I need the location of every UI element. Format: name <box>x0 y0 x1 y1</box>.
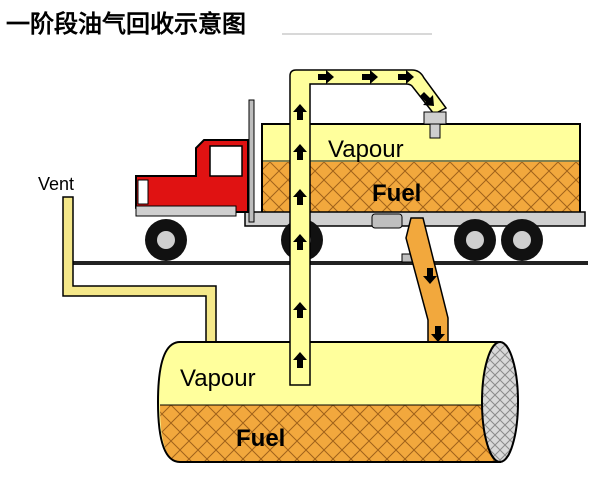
vent-label: Vent <box>38 174 74 194</box>
exhaust-stack <box>248 99 255 223</box>
truck-tank <box>261 123 581 216</box>
truck-tank-vapour <box>262 124 580 162</box>
page-title: 一阶段油气回收示意图 <box>6 10 246 38</box>
underground-tank-fuel <box>160 405 500 462</box>
ground-line <box>70 261 588 265</box>
vapour-coupler <box>423 111 447 125</box>
truck-fuel-label: Fuel <box>372 180 421 207</box>
tank-vapour-label: Vapour <box>180 365 256 392</box>
truck-vapour-label: Vapour <box>328 136 404 163</box>
truck-outlet-valve <box>371 213 403 229</box>
underground-tank <box>156 341 519 463</box>
truck-tank-fuel <box>262 160 580 215</box>
tank-end-cap <box>481 341 519 463</box>
cab-window <box>209 145 243 177</box>
vapour-flow-arrows <box>293 70 434 368</box>
tank-fuel-label: Fuel <box>236 425 285 452</box>
vent-pipe <box>62 196 217 348</box>
truck-cab <box>135 139 249 217</box>
title-divider <box>282 33 432 35</box>
